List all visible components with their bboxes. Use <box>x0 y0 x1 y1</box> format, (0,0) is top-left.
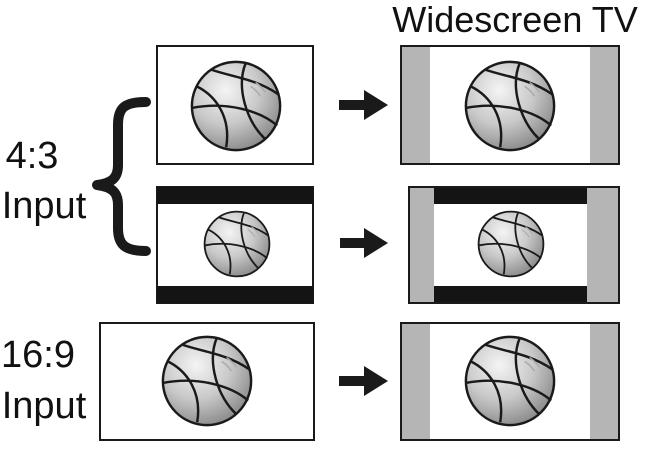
group-label-4-3-ratio: 4:3 <box>6 135 59 177</box>
input-screen-4-3 <box>156 45 314 165</box>
group-label-4-3-input: Input <box>2 185 87 227</box>
right-arrow-icon <box>339 90 388 120</box>
basketball-icon <box>161 335 253 427</box>
pillarbox-bar-right <box>587 188 618 302</box>
letterbox-bar-top <box>434 188 587 204</box>
right-arrow-icon <box>340 228 388 258</box>
basketball-icon <box>477 210 545 278</box>
output-screen-windowbox <box>408 186 620 304</box>
output-screen-pillarbox <box>400 45 620 165</box>
right-arrow-icon <box>339 366 388 396</box>
basketball-icon <box>203 210 271 278</box>
basketball-icon <box>464 335 556 427</box>
pillarbox-bar-right <box>590 324 618 439</box>
output-screen-pillarbox-16-9 <box>400 322 620 441</box>
widescreen-tv-title: Widescreen TV <box>392 0 637 40</box>
pillarbox-bar-right <box>590 47 618 163</box>
group-label-16-9-ratio: 16:9 <box>1 334 75 376</box>
pillarbox-bar-left <box>402 324 430 439</box>
pillarbox-bar-left <box>402 47 430 163</box>
pillarbox-bar-left <box>410 188 434 302</box>
letterbox-bar-bottom <box>434 286 587 302</box>
basketball-icon <box>190 60 282 152</box>
input-screen-4-3-letterbox <box>156 186 314 304</box>
basketball-icon <box>464 60 556 152</box>
group-label-16-9-input: Input <box>2 385 87 427</box>
input-screen-16-9 <box>99 322 315 441</box>
letterbox-bar-bottom <box>157 286 313 303</box>
curly-brace-icon <box>92 97 151 256</box>
letterbox-bar-top <box>157 187 313 204</box>
